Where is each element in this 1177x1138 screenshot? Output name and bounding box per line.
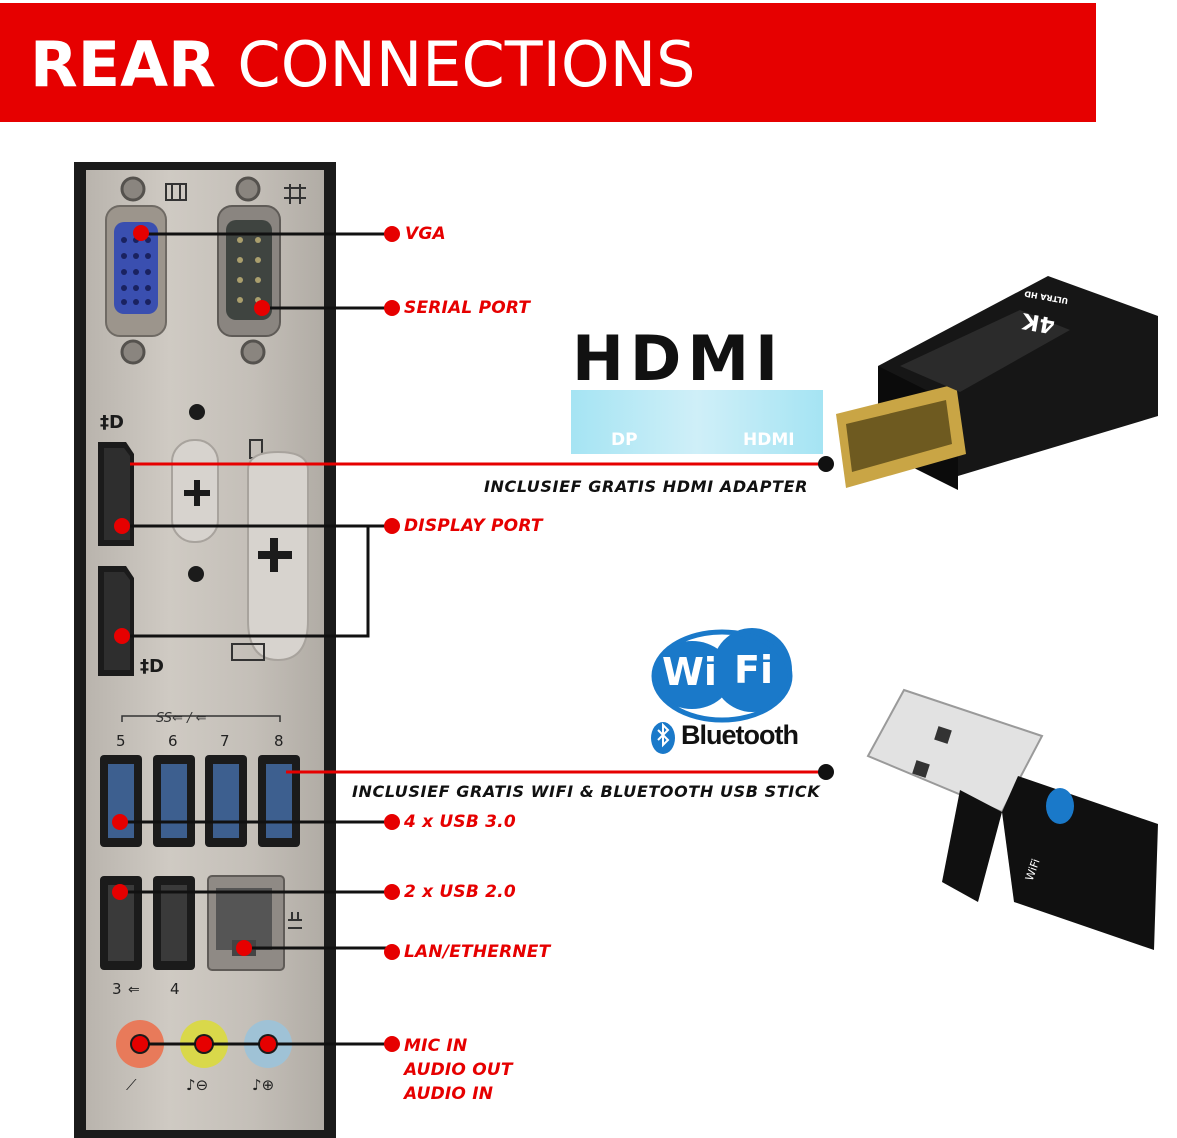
adapter-badge-4k: 4K xyxy=(1020,307,1057,337)
hdmi-label: HDMI xyxy=(743,430,795,450)
svg-text:♪⊖: ♪⊖ xyxy=(186,1076,208,1094)
svg-text:SS⇐ / ⇐: SS⇐ / ⇐ xyxy=(156,711,207,726)
usb-stick-image xyxy=(866,688,1158,950)
svg-text:‡D: ‡D xyxy=(100,412,124,433)
usb-number-7: 7 xyxy=(220,732,230,750)
wifi-fi: Fi xyxy=(734,648,773,692)
label-serial: SERIAL PORT xyxy=(404,298,531,318)
serial-port xyxy=(217,176,281,365)
callout-lines xyxy=(120,232,826,1046)
title-banner: REAR CONNECTIONS xyxy=(0,3,1096,122)
hdmi-adapter-image xyxy=(836,276,1158,490)
title-light: CONNECTIONS xyxy=(237,28,696,101)
keyboard-icon xyxy=(231,450,309,662)
bluetooth-icon xyxy=(651,722,675,754)
svg-text:⟋: ⟋ xyxy=(126,1076,137,1094)
label-audio-in: AUDIO IN xyxy=(404,1084,494,1104)
svg-text:‡D: ‡D xyxy=(140,656,164,677)
page-title: REAR CONNECTIONS xyxy=(30,25,695,105)
usb-icon xyxy=(121,715,281,722)
dp-hdmi-panel: DP HDMI xyxy=(571,390,823,454)
label-usb2: 2 x USB 2.0 xyxy=(404,882,516,902)
displayport-icon: ‡D ‡D xyxy=(100,412,164,677)
bluetooth-label: Bluetooth xyxy=(681,720,799,750)
usb-number-4: 4 xyxy=(170,980,180,998)
usb-number-6: 6 xyxy=(168,732,178,750)
wifi-wi: Wi xyxy=(662,650,717,694)
label-wifi-stick: INCLUSIEF GRATIS WIFI & BLUETOOTH USB ST… xyxy=(352,782,821,801)
lan-port xyxy=(207,875,285,971)
label-display-port: DISPLAY PORT xyxy=(404,516,543,536)
usb2-ports xyxy=(100,876,195,970)
label-audio-out: AUDIO OUT xyxy=(404,1060,513,1080)
callout-dots xyxy=(112,225,400,1052)
label-vga: VGA xyxy=(405,224,446,244)
monitor-icon xyxy=(165,183,187,201)
label-hdmi-adapter: INCLUSIEF GRATIS HDMI ADAPTER xyxy=(484,477,809,496)
serial-icon xyxy=(284,184,306,204)
wifi-icon xyxy=(651,628,793,723)
ethernet-icon xyxy=(288,912,302,929)
usb-number-8: 8 xyxy=(274,732,284,750)
usb-number-5: 5 xyxy=(116,732,126,750)
usb3-ports xyxy=(100,755,300,847)
label-lan: LAN/ETHERNET xyxy=(404,942,551,962)
svg-text:♪⊕: ♪⊕ xyxy=(252,1076,274,1094)
label-usb3: 4 x USB 3.0 xyxy=(404,812,516,832)
label-mic-in: MIC IN xyxy=(404,1036,468,1056)
vga-port xyxy=(105,176,167,365)
displayport-2 xyxy=(98,566,134,676)
dp-label: DP xyxy=(611,430,638,450)
usb-number-3: 3 xyxy=(112,980,122,998)
title-bold: REAR xyxy=(30,28,216,101)
svg-text:⇐: ⇐ xyxy=(128,982,140,998)
hdmi-logo: HDMI xyxy=(572,322,785,395)
